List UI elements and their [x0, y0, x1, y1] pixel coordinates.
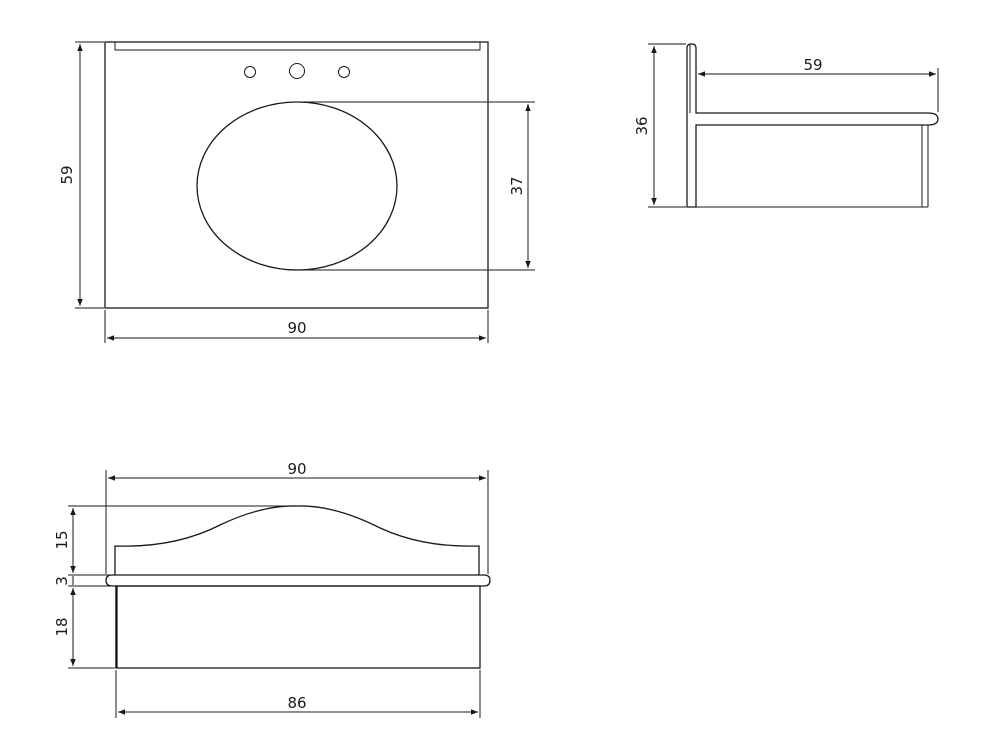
dim-label-basin: 37	[508, 176, 526, 195]
faucet-hole-left	[244, 66, 256, 78]
backsplash-curve	[114, 505, 480, 575]
top-view: 59 90 37	[58, 41, 535, 343]
dim-label-front-bottom: 86	[287, 694, 306, 712]
dim-label-side-depth: 59	[803, 56, 822, 74]
faucet-hole-center	[289, 63, 305, 79]
side-profile	[686, 43, 939, 208]
faucet-hole-right	[338, 66, 350, 78]
dim-label-slab: 3	[53, 576, 71, 586]
dim-label-front-top: 90	[287, 460, 306, 478]
dim-label-backsplash: 15	[53, 530, 71, 549]
dim-label-apron: 18	[53, 617, 71, 636]
backsplash-strip	[114, 41, 481, 51]
countertop-outline	[104, 41, 489, 309]
dim-label-side-height: 36	[633, 116, 651, 135]
dim-label-top-height: 59	[58, 165, 76, 184]
basin-oval	[196, 101, 398, 271]
front-view: 90 15 3 18 86	[53, 460, 491, 718]
countertop-slab	[105, 574, 491, 587]
apron-panel	[115, 585, 481, 669]
dim-label-top-width: 90	[287, 319, 306, 337]
side-view: 59 36	[633, 43, 939, 208]
